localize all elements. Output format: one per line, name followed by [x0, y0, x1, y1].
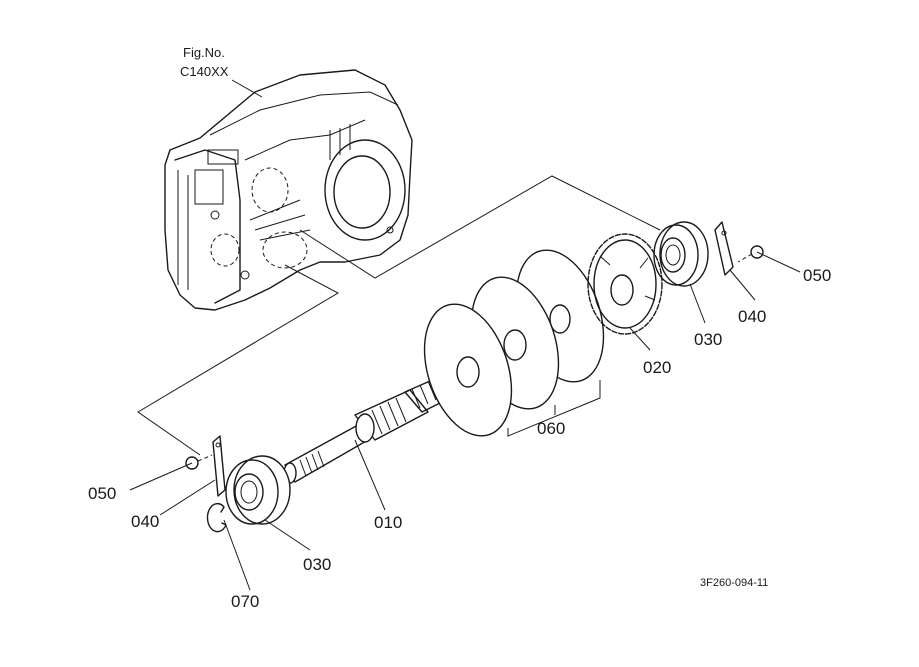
bolt-050-lower — [185, 454, 213, 470]
leader-lines — [129, 251, 801, 591]
bearing-030-upper — [653, 221, 709, 287]
callout-030-lower: 030 — [303, 555, 331, 574]
bolt-050-upper — [737, 245, 764, 263]
callout-050-upper: 050 — [803, 266, 831, 285]
callout-070: 070 — [231, 592, 259, 611]
callout-060: 060 — [537, 419, 565, 438]
callout-040-lower: 040 — [131, 512, 159, 531]
callout-030-upper: 030 — [694, 330, 722, 349]
upper-assembly-guide-line — [299, 175, 661, 279]
callout-010: 010 — [374, 513, 402, 532]
transmission-case-outline — [164, 69, 413, 311]
retainer-hole-lower — [215, 442, 221, 448]
gear-020 — [587, 233, 663, 335]
bearing-030-lower — [225, 455, 291, 525]
callout-020: 020 — [643, 358, 671, 377]
callout-040-upper: 040 — [738, 307, 766, 326]
drawing-code: 3F260-094-11 — [700, 577, 768, 589]
lower-assembly-guide-line — [137, 264, 340, 456]
circlip-070 — [206, 502, 227, 533]
plates-060 — [423, 249, 605, 437]
retainer-plate-040-upper — [714, 221, 734, 276]
retainer-plate-040-lower — [212, 435, 226, 497]
figure-leader-line — [231, 79, 263, 98]
figure-number-code: C140XX — [180, 64, 229, 79]
callout-050-lower: 050 — [88, 484, 116, 503]
figure-number-label: Fig.No. — [183, 45, 225, 60]
retainer-hole-upper — [721, 230, 727, 236]
